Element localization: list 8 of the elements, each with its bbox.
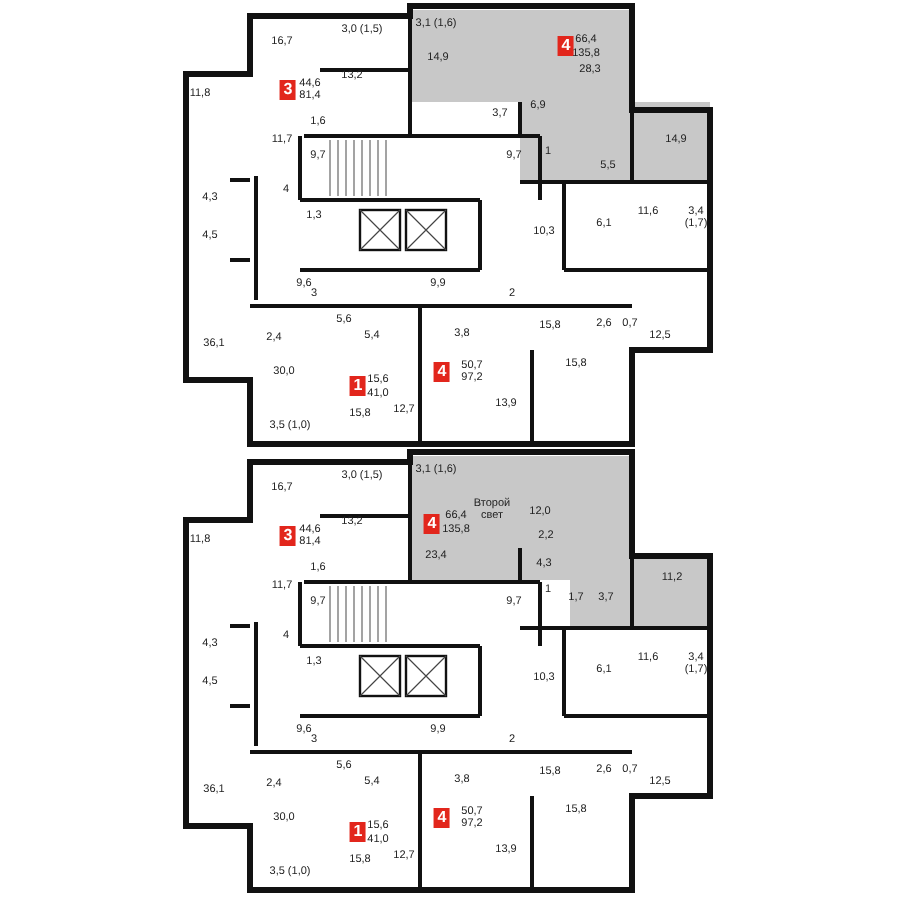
room-count-badge: 1 bbox=[349, 822, 367, 842]
room-count-badge: 4 bbox=[557, 36, 575, 56]
room-count-badge: 3 bbox=[279, 526, 297, 546]
room-count-badge: 3 bbox=[279, 80, 297, 100]
room-count-badge: 4 bbox=[433, 808, 451, 828]
room-count-badge: 4 bbox=[433, 362, 451, 382]
room-count-badge: 1 bbox=[349, 376, 367, 396]
room-count-badge: 4 bbox=[423, 514, 441, 534]
